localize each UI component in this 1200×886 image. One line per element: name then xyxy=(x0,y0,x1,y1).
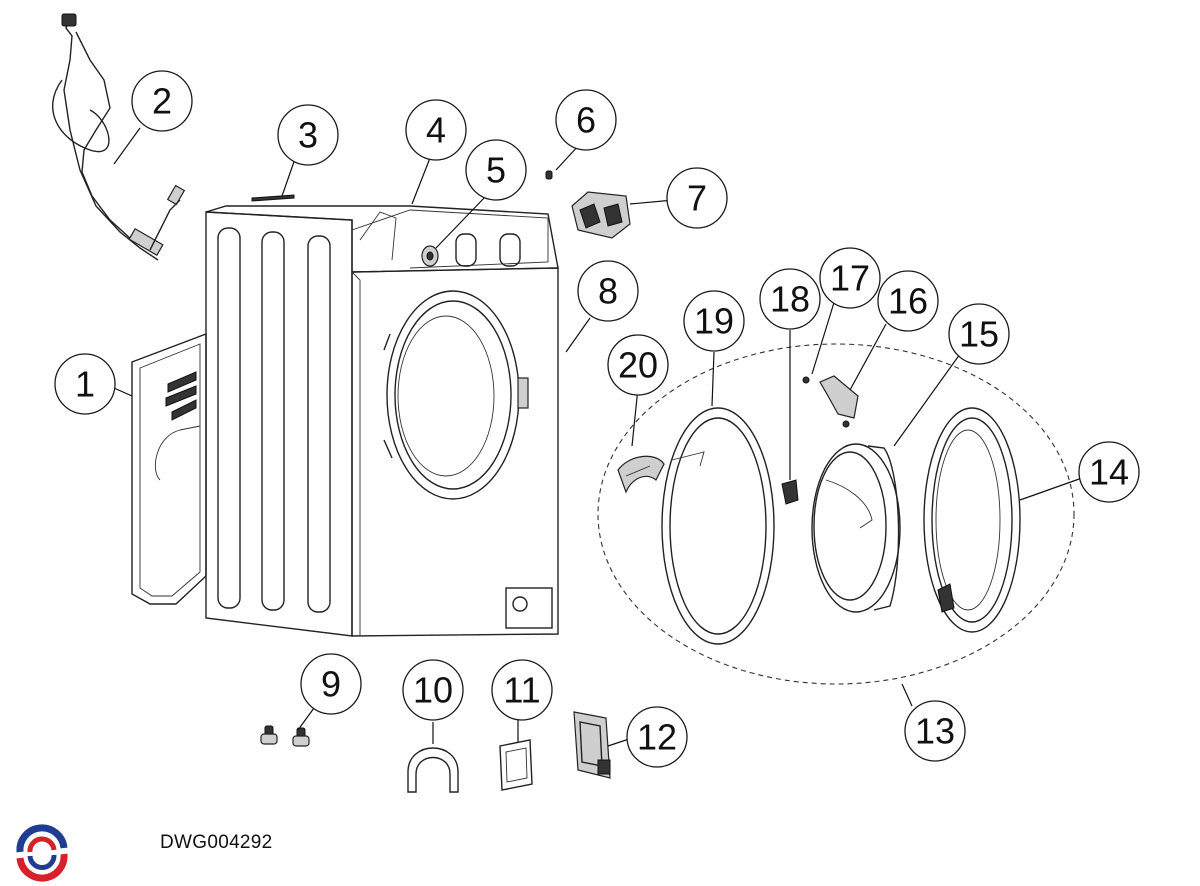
callout-20: 20 xyxy=(607,334,669,396)
callout-label: 16 xyxy=(888,281,928,322)
callout-3: 3 xyxy=(277,104,339,166)
leader-lines xyxy=(113,127,1083,747)
callout-17: 17 xyxy=(819,247,881,309)
callout-label: 2 xyxy=(152,81,172,122)
screw-part xyxy=(251,194,295,202)
callout-15: 15 xyxy=(948,303,1010,365)
callout-label: 17 xyxy=(830,258,870,299)
callout-10: 10 xyxy=(402,659,464,721)
door-outer-frame-part xyxy=(923,407,1021,633)
callout-9: 9 xyxy=(300,653,362,715)
callout-16: 16 xyxy=(877,270,939,332)
callout-12: 12 xyxy=(626,706,688,768)
door-lock-part xyxy=(571,191,631,239)
door-handle-part xyxy=(617,455,665,494)
callout-label: 15 xyxy=(959,314,999,355)
callout-2: 2 xyxy=(131,70,193,132)
callout-label: 14 xyxy=(1089,452,1129,493)
callout-19: 19 xyxy=(683,290,745,352)
brand-logo xyxy=(16,824,68,882)
feet-part xyxy=(260,725,310,747)
callout-label: 12 xyxy=(637,717,677,758)
callout-label: 19 xyxy=(694,301,734,342)
callout-label: 6 xyxy=(576,100,596,141)
callout-label: 5 xyxy=(486,150,506,191)
callout-label: 18 xyxy=(770,279,810,320)
callout-5: 5 xyxy=(465,139,527,201)
callout-label: 8 xyxy=(598,271,618,312)
callout-label: 11 xyxy=(503,670,540,711)
filter-cover-part xyxy=(499,739,533,791)
callout-13: 13 xyxy=(904,700,966,762)
small-screw-part xyxy=(545,170,553,180)
callout-label: 20 xyxy=(618,345,658,386)
door-assembly-outline xyxy=(597,343,1075,685)
callout-label: 10 xyxy=(413,670,453,711)
callout-8: 8 xyxy=(577,260,639,322)
door-inner-frame-part xyxy=(661,407,775,645)
hose-guide-part xyxy=(407,747,459,793)
hinge-part xyxy=(819,375,859,419)
callout-label: 3 xyxy=(298,115,318,156)
hinge-screw-part xyxy=(802,376,850,428)
cabinet-part xyxy=(205,205,559,637)
pump-bracket-part xyxy=(573,711,611,779)
power-cable-part xyxy=(52,13,186,261)
callout-4: 4 xyxy=(405,99,467,161)
callout-11: 11 xyxy=(491,659,553,721)
callout-18: 18 xyxy=(759,268,821,330)
door-glass-part xyxy=(811,443,901,613)
grommet-part xyxy=(421,245,439,267)
door-hook-part xyxy=(781,479,799,505)
callout-label: 9 xyxy=(321,664,341,705)
callout-label: 1 xyxy=(75,364,95,405)
callout-label: 4 xyxy=(426,110,446,151)
callout-label: 13 xyxy=(915,711,955,752)
back-panel-part xyxy=(131,332,207,605)
callout-label: 7 xyxy=(687,178,707,219)
callout-6: 6 xyxy=(555,89,617,151)
callout-7: 7 xyxy=(666,167,728,229)
callout-1: 1 xyxy=(54,353,116,415)
drawing-code: DWG004292 xyxy=(160,832,273,853)
callout-14: 14 xyxy=(1078,441,1140,503)
